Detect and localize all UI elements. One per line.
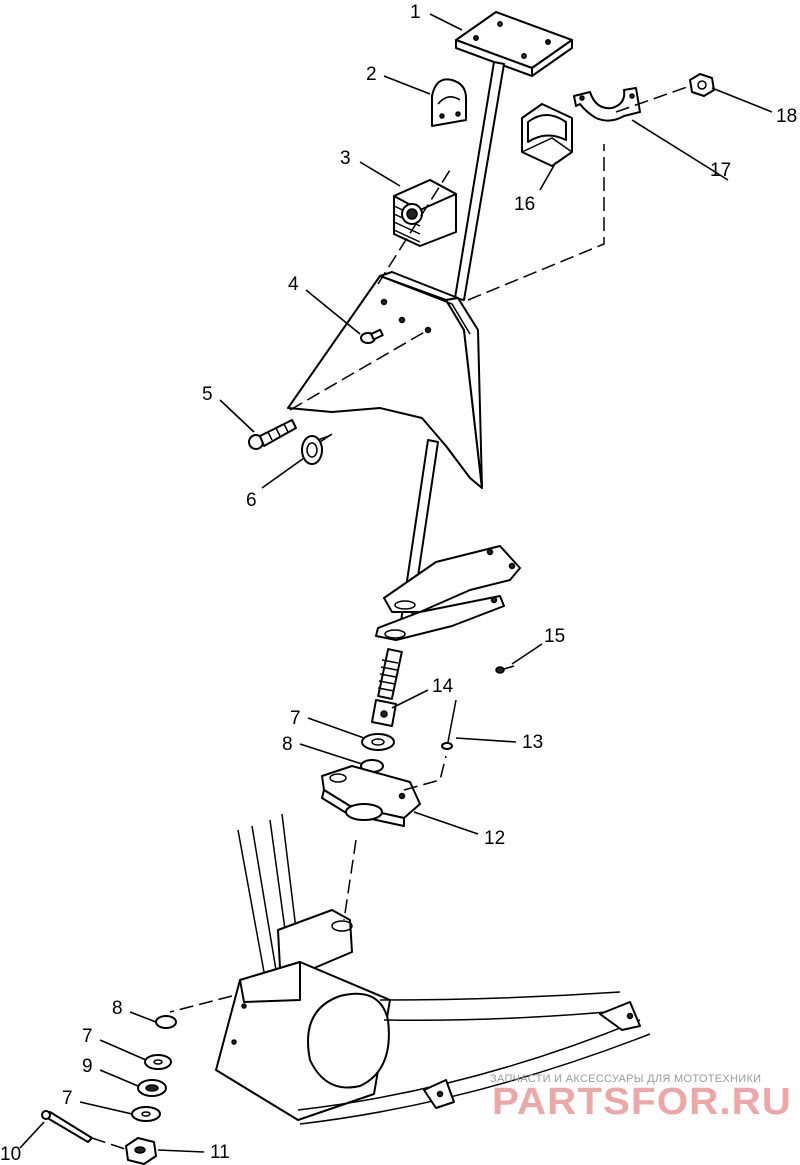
callout-4: 4	[288, 274, 299, 295]
part-3-finned-block	[393, 179, 457, 247]
callout-14: 14	[432, 676, 454, 697]
callout-16: 16	[514, 194, 535, 215]
callout-12: 12	[484, 828, 505, 849]
watermark-brand: PARTSFOR.RU	[492, 1081, 792, 1123]
callout-11: 11	[210, 1142, 230, 1163]
callout-10: 10	[0, 1144, 21, 1165]
callout-2: 2	[366, 64, 377, 85]
part-16-split-bushing	[521, 103, 573, 167]
callout-7-lower-a: 7	[82, 1026, 93, 1047]
part-2-clamp-half	[431, 78, 467, 127]
callout-13: 13	[522, 732, 543, 753]
assembly-center-lines	[91, 85, 691, 1151]
watermark: ЗАПЧАСТИ И АКСЕССУАРЫ ДЛЯ МОТОТЕХНИКИ PA…	[490, 1073, 792, 1123]
part-17-u-clamp	[573, 87, 641, 122]
callout-8-upper: 8	[282, 734, 293, 755]
part-handlebar-mount-plate	[455, 11, 573, 77]
callout-18: 18	[776, 106, 797, 127]
part-7-washer-upper	[361, 733, 395, 751]
part-18-nut	[689, 73, 715, 97]
part-12-bearing-block	[321, 765, 421, 827]
part-6-eyelet	[301, 433, 333, 465]
callout-17: 17	[710, 160, 731, 181]
callout-1: 1	[410, 2, 421, 23]
part-15-screw	[495, 665, 515, 674]
part-console-cover	[287, 271, 483, 489]
part-7-washer-lower-b	[131, 1106, 161, 1122]
part-5-screw	[248, 419, 297, 450]
part-chassis-frame	[215, 813, 651, 1125]
part-9-lock-washer	[137, 1079, 167, 1097]
callout-7-lower-b: 7	[62, 1088, 73, 1109]
watermark-subtitle: ЗАПЧАСТИ И АКСЕССУАРЫ ДЛЯ МОТОТЕХНИКИ	[490, 1073, 761, 1085]
part-4-screw	[360, 328, 384, 344]
part-7-washer-lower-a	[144, 1054, 172, 1070]
callout-15: 15	[544, 626, 565, 647]
part-10-cotter-pin	[41, 1110, 93, 1143]
part-13-screw	[441, 699, 457, 750]
callout-5: 5	[202, 384, 213, 405]
leader-lines	[19, 13, 773, 1153]
part-11-castle-nut	[125, 1137, 157, 1165]
callout-8-lower: 8	[112, 998, 123, 1019]
callout-7-upper: 7	[290, 708, 301, 729]
callout-6: 6	[246, 490, 257, 511]
callout-9: 9	[82, 1056, 93, 1077]
callout-3: 3	[340, 148, 351, 169]
part-8-bushing-lower	[155, 1015, 177, 1029]
part-support-bracket	[375, 545, 521, 641]
